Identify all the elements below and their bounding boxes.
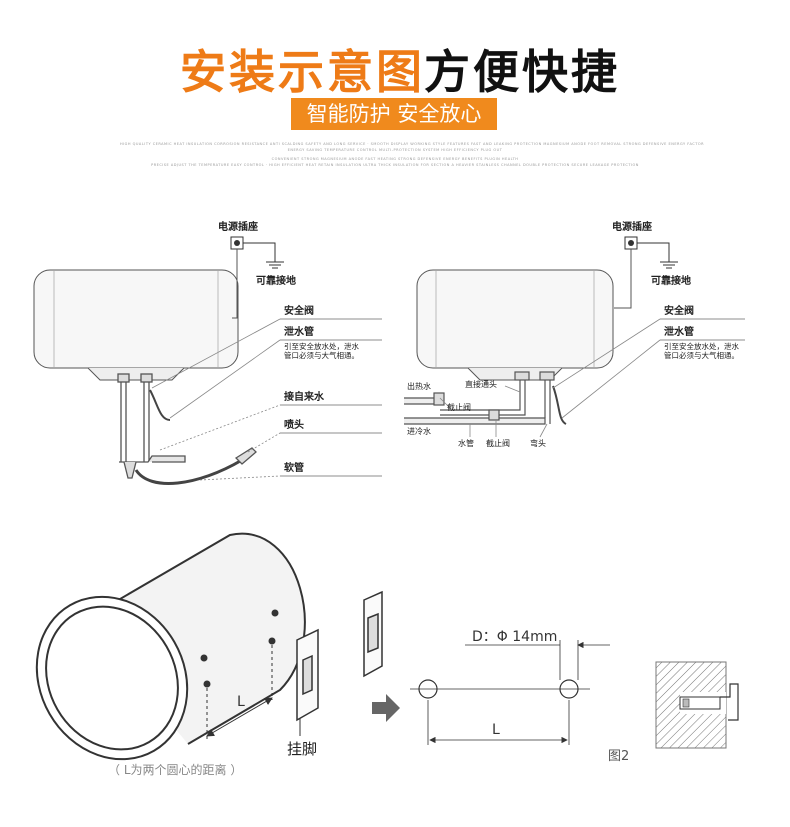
left-drain-note-line-1: 引至安全放水处，泄水: [284, 342, 359, 351]
left-drain-note-line-2: 管口必须与大气相通。: [284, 351, 359, 360]
left-ground-label: 可靠接地: [256, 276, 296, 287]
left-heater: [33, 269, 239, 381]
left-power-socket: [230, 236, 284, 319]
fine-print-line-1: HIGH QUALITY CERAMIC HEAT INSULATION COR…: [120, 142, 705, 146]
left-safety-valve-label: 安全阀: [284, 306, 314, 317]
fine-print-line-2: ENERGY SAVING TEMPERATURE CONTROL MULTI-…: [287, 148, 503, 152]
page-title-orange: 安装示意图: [180, 45, 425, 99]
cylinder-holes: [200, 609, 279, 688]
left-piping: [117, 373, 257, 485]
right-power-socket-label: 电源插座: [612, 222, 652, 233]
bracket-label: 挂脚: [287, 740, 318, 758]
wall-detail: [655, 661, 739, 749]
right-water-pipe-label: 水管: [458, 439, 474, 448]
left-hose-label: 软管: [284, 463, 304, 474]
hole-spacing-figure: [410, 640, 610, 745]
right-cold-in-label: 进冷水: [407, 427, 431, 436]
left-tap-water-label: 接自来水: [284, 392, 324, 403]
right-tank-body: [416, 269, 614, 369]
slogan-banner: 智能防护 安全放心: [291, 98, 497, 130]
left-shower-head-label: 喷头: [284, 420, 304, 431]
left-leader-lines: [151, 318, 382, 481]
right-hot-out-label: 出热水: [407, 382, 431, 391]
left-power-socket-label: 电源插座: [218, 222, 258, 233]
right-stop-valve-bottom-label: 截止阀: [486, 439, 510, 448]
right-ground-label: 可靠接地: [651, 276, 691, 287]
fine-print-line-3: CONVENIENT STRONG MAGNESIUM ANODE FAST H…: [271, 157, 519, 161]
figure-2-label: 图2: [608, 749, 630, 764]
right-heater: [416, 269, 614, 381]
right-direct-joint-label: 直接通头: [465, 380, 497, 389]
right-leader-lines: [439, 318, 745, 438]
right-stop-valve-top-label: 截止阀: [447, 403, 471, 412]
fine-print-line-4: PRECISE ADJUST THE TEMPERATURE EASY CONT…: [151, 163, 639, 167]
cylinder-dimension-L: L: [237, 694, 245, 710]
cylinder-dimension-lines: [206, 645, 273, 740]
right-drain-note-line-2: 管口必须与大气相通。: [664, 351, 739, 360]
right-drain-pipe-label: 泄水管: [664, 327, 694, 338]
heater-cylinder: [35, 532, 306, 761]
hole-span-L: L: [492, 722, 500, 738]
right-drain-note-line-1: 引至安全放水处，泄水: [664, 342, 739, 351]
left-drain-pipe-label: 泄水管: [284, 327, 314, 338]
left-tank-body: [33, 269, 239, 369]
right-power-socket: [614, 236, 678, 309]
distance-caption: （ L为两个圆心的距离 ）: [108, 763, 243, 777]
right-piping: [404, 371, 567, 425]
brackets: [296, 590, 383, 736]
page-title-black: 方便快捷: [424, 45, 620, 99]
right-elbow-label: 弯头: [530, 439, 546, 448]
flow-arrow: [372, 694, 400, 722]
right-safety-valve-label: 安全阀: [664, 306, 694, 317]
hole-diameter-label: D：Φ 14mm: [472, 629, 558, 645]
